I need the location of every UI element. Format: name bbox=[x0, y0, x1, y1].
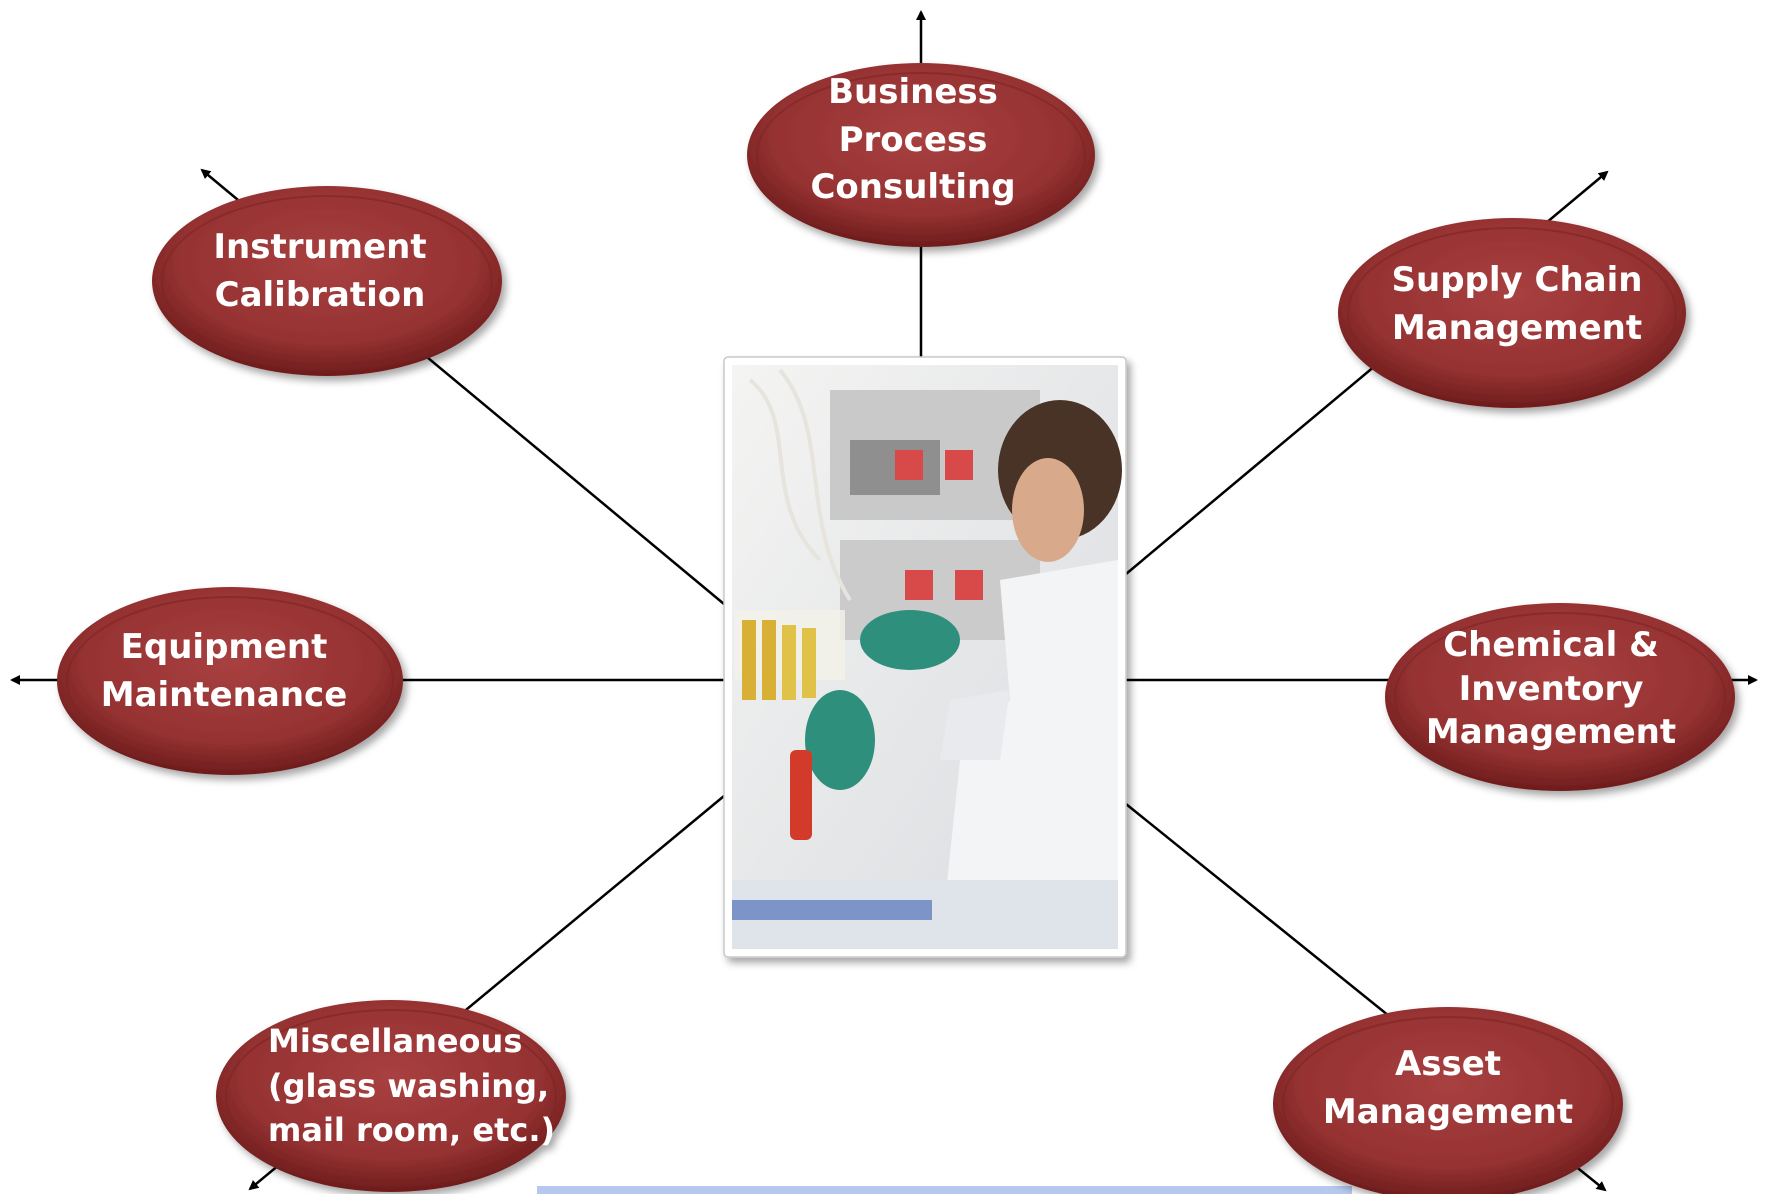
node-asset-management: Asset Management bbox=[1273, 1007, 1623, 1194]
node-label-line: Equipment bbox=[121, 627, 328, 667]
node-label-line: Inventory bbox=[1459, 669, 1644, 709]
node-label-line: Management bbox=[1392, 308, 1642, 348]
node-label-line: Chemical & bbox=[1443, 625, 1659, 665]
node-label-line: Management bbox=[1426, 712, 1676, 752]
node-label-line: Asset bbox=[1395, 1044, 1501, 1084]
node-label-line: Instrument bbox=[213, 227, 426, 267]
node-supply-chain: Supply Chain Management bbox=[1338, 218, 1686, 408]
node-label-line: Miscellaneous bbox=[268, 1022, 522, 1060]
node-label-line: Calibration bbox=[215, 275, 426, 315]
node-instrument-calibration: Instrument Calibration bbox=[152, 186, 502, 376]
node-label-line: Consulting bbox=[810, 167, 1015, 207]
node-miscellaneous: Miscellaneous (glass washing, mail room,… bbox=[216, 1000, 566, 1192]
node-label-line: Supply Chain bbox=[1392, 260, 1643, 300]
node-chemical-inventory: Chemical & Inventory Management bbox=[1385, 603, 1735, 791]
node-label-line: Business bbox=[828, 72, 998, 112]
node-label-line: mail room, etc.) bbox=[268, 1111, 555, 1149]
bottom-strip bbox=[537, 1186, 1352, 1194]
node-label-line: Maintenance bbox=[101, 675, 348, 715]
center-photo bbox=[723, 356, 1127, 958]
node-business-process: Business Process Consulting bbox=[747, 63, 1095, 247]
node-equipment-maintenance: Equipment Maintenance bbox=[57, 587, 403, 775]
node-label-line: (glass washing, bbox=[268, 1067, 549, 1105]
node-label-line: Management bbox=[1323, 1092, 1573, 1132]
node-label-line: Process bbox=[839, 120, 988, 160]
